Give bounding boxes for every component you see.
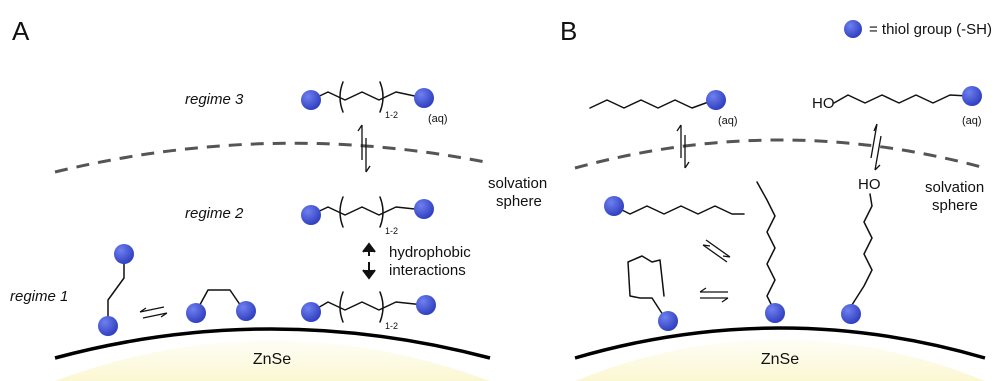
regime-2-label: regime 2	[185, 205, 244, 222]
solvation-label-a-line2: sphere	[496, 193, 542, 210]
hydrophobic-label-line2: interactions	[389, 262, 466, 279]
dithiol-flat: 1-2	[301, 291, 436, 331]
thiol-ball	[414, 199, 434, 219]
repeat-subscript: 1-2	[385, 226, 398, 236]
thiol-ball	[301, 302, 321, 322]
equilibrium-arrows-a1	[139, 306, 168, 319]
thiol-ball	[765, 303, 785, 323]
thiol-ball	[416, 295, 436, 315]
substrate-label-b: ZnSe	[761, 351, 799, 368]
substrate-label-a: ZnSe	[253, 351, 291, 368]
thiol-ball	[114, 244, 134, 264]
dithiol-regime-2: 1-2	[301, 196, 434, 236]
repeat-subscript: 1-2	[385, 321, 398, 331]
dithiol-lying	[186, 289, 256, 323]
dithiol-regime-3: 1-2 (aq)	[301, 81, 448, 125]
thiol-ball	[841, 304, 861, 324]
thiol-ball	[604, 196, 624, 216]
panel-letter-a: A	[12, 16, 30, 46]
regime-3-label: regime 3	[185, 91, 244, 108]
thiol-ball	[236, 301, 256, 321]
regime-1-label: regime 1	[10, 288, 68, 305]
hydroxy-thiol-upright: HO	[841, 176, 881, 324]
solvation-boundary-a	[54, 141, 486, 174]
panel-letter-b: B	[560, 16, 577, 46]
hydroxy-thiol-aq: HO (aq)	[812, 86, 982, 127]
thiol-ball	[98, 316, 118, 336]
thiol-ball	[301, 205, 321, 225]
aq-label: (aq)	[962, 115, 982, 127]
equilibrium-arrows-b4	[699, 287, 729, 303]
thiol-ball	[962, 86, 982, 106]
octanethiol-horizontal	[604, 196, 745, 216]
legend: = thiol group (-SH)	[844, 20, 992, 38]
octanethiol-upright	[756, 181, 785, 323]
hydroxyl-label: HO	[812, 95, 835, 112]
thiol-ball	[658, 311, 678, 331]
hydroxyl-label: HO	[858, 176, 881, 193]
legend-thiol-icon	[844, 20, 862, 38]
legend-text: = thiol group (-SH)	[869, 21, 992, 38]
aq-label: (aq)	[718, 115, 738, 127]
equilibrium-arrows-b2	[870, 123, 882, 171]
thiol-ball	[301, 90, 321, 110]
octanethiol-aq: (aq)	[589, 90, 738, 127]
thiol-ball	[186, 303, 206, 323]
solvation-label-b-line1: solvation	[925, 179, 984, 196]
equilibrium-arrows-b1	[676, 124, 690, 169]
solvation-label-b-line2: sphere	[932, 197, 978, 214]
octanethiol-collapsed	[627, 255, 678, 331]
solvation-boundary-b	[574, 138, 986, 170]
hydrophobic-label-line1: hydrophobic	[389, 244, 471, 261]
hydrophobic-interactions: hydrophobic interactions	[362, 242, 471, 280]
solvation-label-a-line1: solvation	[488, 175, 547, 192]
thiol-ball	[414, 88, 434, 108]
equilibrium-arrows-b3	[702, 239, 731, 263]
substrate-b: ZnSe	[574, 326, 986, 381]
dithiol-upright	[98, 244, 134, 336]
repeat-subscript: 1-2	[385, 110, 398, 120]
aq-label: (aq)	[428, 113, 448, 125]
equilibrium-arrows-a	[357, 124, 371, 173]
substrate-a: ZnSe	[54, 327, 491, 381]
thiol-ball	[706, 90, 726, 110]
